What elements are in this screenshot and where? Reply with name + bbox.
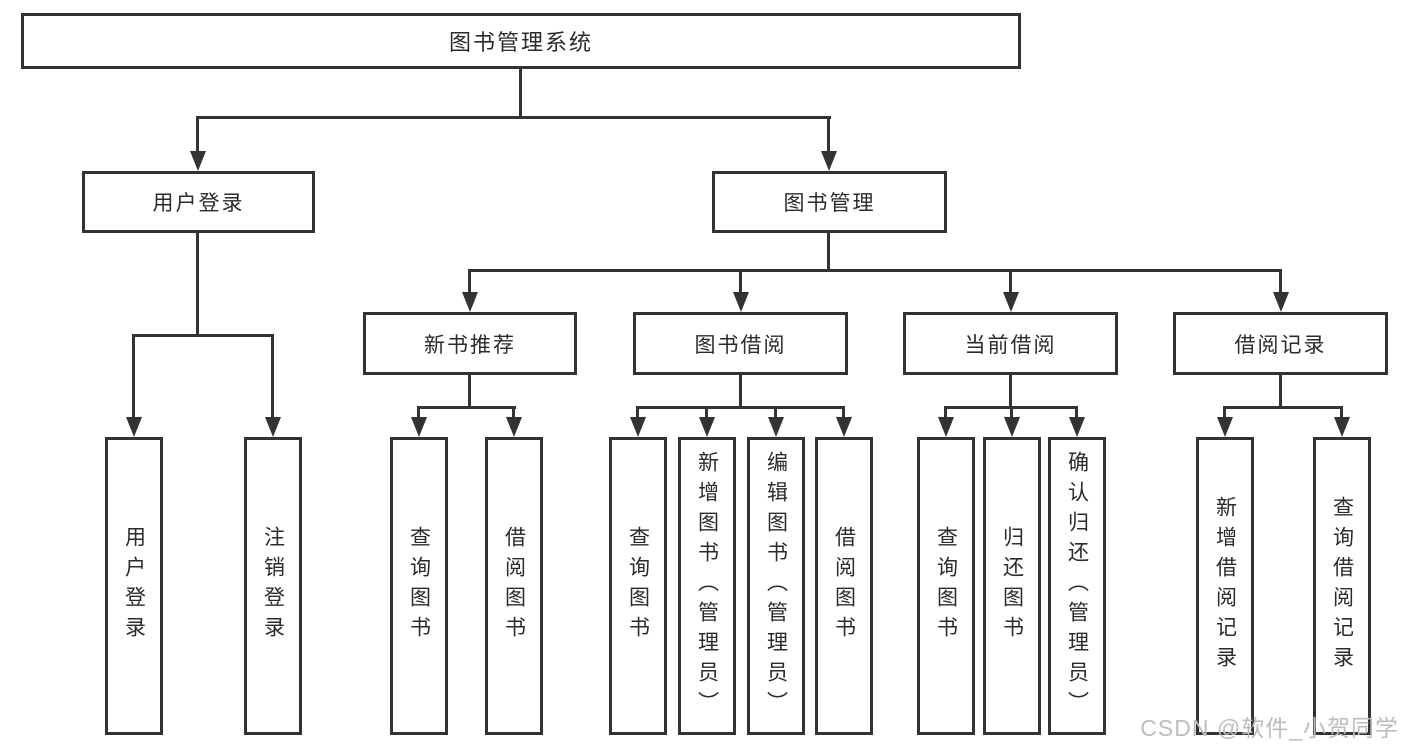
connector-line xyxy=(417,406,420,420)
connector-line xyxy=(1075,406,1078,420)
arrow-down-icon xyxy=(126,417,142,437)
node-leaf-add-borrow-record: 新增借阅记录 xyxy=(1196,437,1254,735)
connector-line xyxy=(827,233,830,272)
arrow-down-icon xyxy=(1003,292,1019,312)
node-leaf-logout: 注销登录 xyxy=(244,437,302,735)
node-leaf-query-books-2: 查询图书 xyxy=(609,437,667,735)
connector-line xyxy=(417,406,516,409)
connector-line xyxy=(519,68,522,119)
node-book-management: 图书管理 xyxy=(712,171,947,233)
connector-line xyxy=(196,116,199,154)
connector-line xyxy=(1009,375,1012,408)
arrow-down-icon xyxy=(1217,417,1233,437)
csdn-watermark: CSDN @软件_小贺同学 xyxy=(1140,715,1399,741)
node-label: 查询借阅记录 xyxy=(1330,496,1354,676)
node-label: 借阅图书 xyxy=(832,526,856,646)
connector-line xyxy=(196,233,199,337)
node-label: 查询图书 xyxy=(626,526,650,646)
connector-line xyxy=(1340,406,1343,420)
arrow-down-icon xyxy=(506,417,522,437)
node-label: 新增借阅记录 xyxy=(1213,496,1237,676)
arrow-down-icon xyxy=(699,417,715,437)
arrow-down-icon xyxy=(1334,417,1350,437)
arrow-down-icon xyxy=(462,292,478,312)
node-user-login: 用户登录 xyxy=(82,171,315,233)
connector-line xyxy=(1223,406,1343,409)
node-leaf-return-books: 归还图书 xyxy=(983,437,1041,735)
arrow-down-icon xyxy=(768,417,784,437)
arrow-down-icon xyxy=(630,417,646,437)
connector-line xyxy=(705,406,708,420)
connector-line xyxy=(739,269,742,295)
connector-line xyxy=(827,116,830,154)
node-label: 归还图书 xyxy=(1000,526,1024,646)
arrow-down-icon xyxy=(411,417,427,437)
node-label: 用户登录 xyxy=(122,526,146,646)
connector-line xyxy=(1223,406,1226,420)
arrow-down-icon xyxy=(836,417,852,437)
connector-line xyxy=(132,334,135,418)
connector-line xyxy=(636,406,639,420)
node-borrowing-records: 借阅记录 xyxy=(1173,312,1388,375)
arrow-down-icon xyxy=(1273,292,1289,312)
node-label: 注销登录 xyxy=(261,526,285,646)
arrow-down-icon xyxy=(1069,417,1085,437)
node-new-book-recommend: 新书推荐 xyxy=(363,312,577,375)
arrow-down-icon xyxy=(265,417,281,437)
node-leaf-query-books-1: 查询图书 xyxy=(390,437,448,735)
node-label: 查询图书 xyxy=(407,526,431,646)
node-leaf-edit-books-admin: 编辑图书（管理员） xyxy=(747,437,805,735)
connector-line xyxy=(842,406,845,420)
node-label: 查询图书 xyxy=(934,526,958,646)
node-leaf-add-books-admin: 新增图书（管理员） xyxy=(678,437,736,735)
node-leaf-borrow-books-1: 借阅图书 xyxy=(485,437,543,735)
connector-line xyxy=(1279,375,1282,408)
connector-line xyxy=(1009,269,1012,295)
connector-line xyxy=(271,334,274,418)
node-leaf-confirm-return-admin: 确认归还（管理员） xyxy=(1048,437,1106,735)
node-leaf-borrow-books-2: 借阅图书 xyxy=(815,437,873,735)
node-leaf-query-books-3: 查询图书 xyxy=(917,437,975,735)
connector-line xyxy=(739,375,742,408)
node-library-management-system: 图书管理系统 xyxy=(21,13,1021,69)
arrow-down-icon xyxy=(190,151,206,171)
node-label: 编辑图书（管理员） xyxy=(764,451,788,721)
connector-line xyxy=(1279,269,1282,295)
node-current-borrowing: 当前借阅 xyxy=(903,312,1118,375)
connector-line xyxy=(132,334,274,337)
connector-line xyxy=(636,406,845,409)
connector-line xyxy=(468,375,471,408)
connector-line xyxy=(468,269,471,295)
arrow-down-icon xyxy=(821,151,837,171)
node-leaf-user-login: 用户登录 xyxy=(105,437,163,735)
connector-line xyxy=(1010,406,1013,420)
arrow-down-icon xyxy=(733,292,749,312)
node-book-borrowing: 图书借阅 xyxy=(633,312,848,375)
arrow-down-icon xyxy=(1004,417,1020,437)
node-leaf-query-borrow-record: 查询借阅记录 xyxy=(1313,437,1371,735)
node-label: 借阅图书 xyxy=(502,526,526,646)
arrow-down-icon xyxy=(938,417,954,437)
connector-line xyxy=(512,406,515,420)
connector-line xyxy=(944,406,947,420)
node-label: 确认归还（管理员） xyxy=(1065,451,1089,721)
node-label: 新增图书（管理员） xyxy=(695,451,719,721)
connector-line xyxy=(774,406,777,420)
connector-line xyxy=(468,269,1282,272)
connector-line xyxy=(196,116,831,119)
